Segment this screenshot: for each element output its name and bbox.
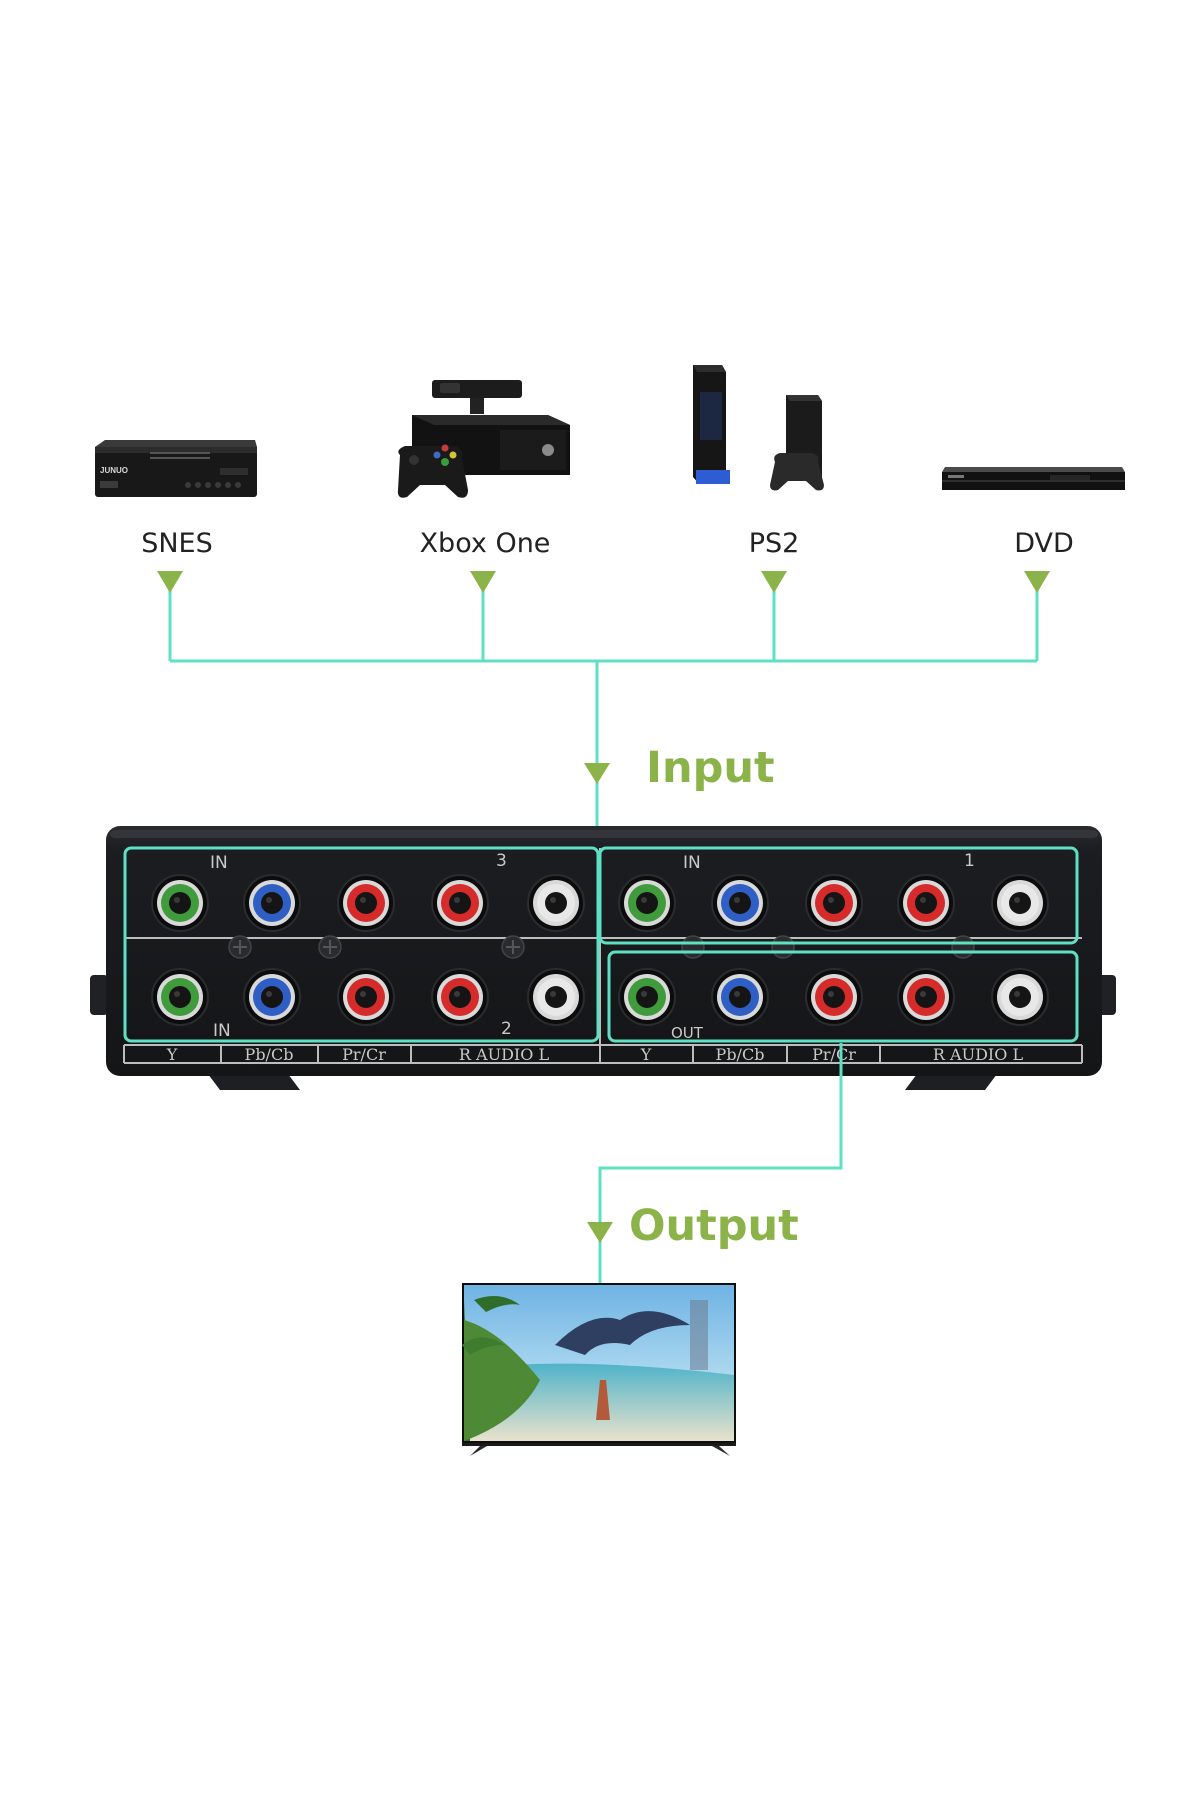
bottom-label-audio-out: R AUDIO L [933, 1045, 1024, 1064]
rca-jacks [151, 874, 1049, 1026]
group-2-in-label: IN [213, 1021, 231, 1041]
rca-jack-group-3-blue [243, 874, 301, 932]
rca-jack-group-2-green [151, 968, 209, 1026]
xbox-one-console-icon [397, 380, 570, 498]
input-arrow [584, 763, 610, 784]
bottom-label-y: Y [166, 1045, 178, 1064]
input-connector-lines [168, 583, 1039, 848]
rca-jack-group-3-red [337, 874, 395, 932]
rca-jack-group-3-white [527, 874, 585, 932]
set-top-box-icon: JUNUO [95, 440, 257, 497]
output-label: Output [629, 1201, 799, 1251]
rca-jack-group-2-red [337, 968, 395, 1026]
rca-jack-out-white [991, 968, 1049, 1026]
output-arrow [587, 1222, 613, 1243]
device-label-snes: SNES [141, 528, 213, 559]
rca-jack-group-2-red [431, 968, 489, 1026]
input-label: Input [646, 743, 775, 793]
rca-jack-group-3-red [431, 874, 489, 932]
group-highlight-frames [123, 846, 1079, 1043]
group-1-number: 1 [964, 851, 975, 871]
device-label-xbox-one: Xbox One [419, 528, 551, 559]
device-label-dvd: DVD [1014, 528, 1074, 559]
group-1-in-label: IN [683, 853, 701, 873]
rca-jack-out-green [618, 968, 676, 1026]
rca-jack-group-1-green [618, 874, 676, 932]
bottom-label-pb-out: Pb/Cb [716, 1045, 765, 1064]
bottom-label-y-out: Y [640, 1045, 652, 1064]
bottom-label-pr-out: Pr/Cr [812, 1045, 856, 1064]
group-2-number: 2 [501, 1019, 512, 1039]
group-3-number: 3 [496, 851, 507, 871]
group-3-in-label: IN [210, 853, 228, 873]
rca-jack-out-red [805, 968, 863, 1026]
bottom-label-pb: Pb/Cb [245, 1045, 294, 1064]
rca-jack-group-1-white [991, 874, 1049, 932]
dvd-player-icon [942, 467, 1125, 490]
device-arrows [157, 571, 1050, 593]
out-label: OUT [671, 1024, 704, 1042]
rca-jack-group-3-green [151, 874, 209, 932]
bottom-label-audio: R AUDIO L [459, 1045, 550, 1064]
rca-jack-group-1-red [897, 874, 955, 932]
rca-jack-group-2-white [527, 968, 585, 1026]
rca-jack-group-1-red [805, 874, 863, 932]
rca-jack-group-2-blue [243, 968, 301, 1026]
rca-jack-out-red [897, 968, 955, 1026]
device-label-ps2: PS2 [748, 528, 800, 559]
bottom-label-pr: Pr/Cr [342, 1045, 386, 1064]
rca-jack-group-1-blue [711, 874, 769, 932]
svg-text:JUNUO: JUNUO [100, 466, 128, 475]
ps2-console-icon [693, 365, 824, 491]
television-icon [462, 1283, 736, 1456]
rca-jack-out-blue [711, 968, 769, 1026]
